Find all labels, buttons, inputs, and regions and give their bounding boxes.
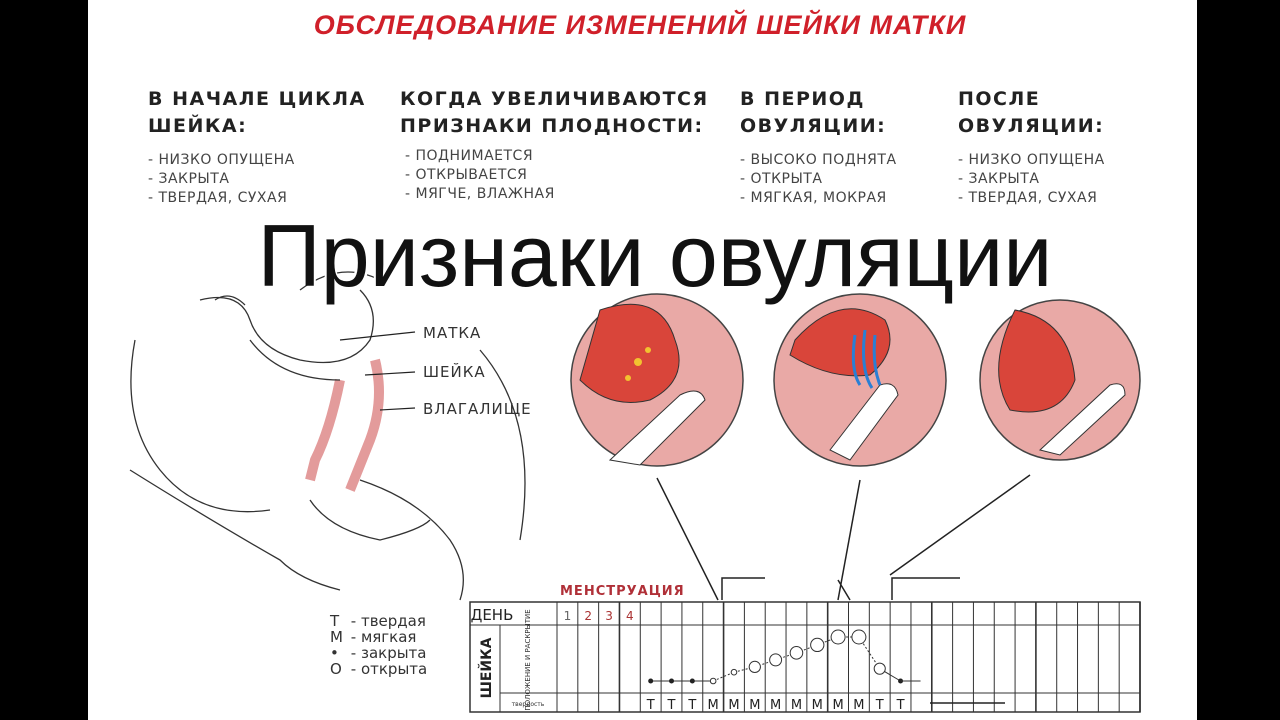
legend: Т - твердая М - мягкая • - закрыта O - о… — [330, 613, 427, 677]
firmness-mark: Т — [687, 698, 696, 713]
point-closed — [689, 678, 695, 684]
firmness-mark: М — [832, 698, 843, 713]
day-label: 2 — [584, 609, 592, 623]
label-vagina: ВЛАГАЛИЩЕ — [423, 400, 532, 418]
column-list-after-ovulation: - НИЗКО ОПУЩЕНА- ЗАКРЫТА- ТВЕРДАЯ, СУХАЯ — [958, 152, 1105, 206]
point-open — [748, 660, 761, 674]
point-closed — [648, 678, 654, 684]
legend-item: Т - твердая — [330, 612, 426, 630]
firmness-mark: М — [708, 698, 719, 713]
legend-item: • - закрыта — [330, 644, 427, 662]
anatomy-drawing — [129, 271, 526, 601]
firmness-mark: М — [791, 698, 802, 713]
point-open — [810, 637, 825, 653]
firmness-row-header: твердость — [512, 701, 545, 708]
point-closed — [669, 678, 675, 684]
point-open — [769, 653, 783, 667]
label-cervix: ШЕЙКА — [423, 363, 486, 381]
column-list-fertility: - ПОДНИМАЕТСЯ- ОТКРЫВАЕТСЯ- МЯГЧЕ, ВЛАЖН… — [405, 148, 555, 202]
firmness-mark: Т — [875, 698, 884, 713]
point-open — [730, 668, 738, 676]
cervix-row-header: ШЕЙКА — [478, 637, 495, 698]
firmness-mark: Т — [667, 698, 676, 713]
slide-title: ОБСЛЕДОВАНИЕ ИЗМЕНЕНИЙ ШЕЙКИ МАТКИ — [313, 10, 967, 40]
position-row-header: ПОЛОЖЕНИЕ И РАСКРЫТИЕ — [524, 609, 532, 710]
point-open — [873, 662, 886, 675]
day-header: ДЕНЬ — [471, 606, 514, 624]
column-list-ovulation: - ВЫСОКО ПОДНЯТА- ОТКРЫТА- МЯГКАЯ, МОКРА… — [740, 152, 897, 206]
firmness-mark: М — [749, 698, 760, 713]
anatomy-pointer-lines — [339, 331, 416, 411]
legend-item: М - мягкая — [330, 628, 417, 646]
arrows — [656, 474, 1031, 601]
column-list-cycle-start: - НИЗКО ОПУЩЕНА- ЗАКРЫТА- ТВЕРДАЯ, СУХАЯ — [148, 152, 295, 206]
firmness-mark: М — [728, 698, 739, 713]
point-open — [830, 629, 846, 645]
firmness-mark: М — [812, 698, 823, 713]
firmness-mark: М — [770, 698, 781, 713]
firmness-mark: Т — [896, 698, 905, 713]
point-open — [709, 677, 717, 685]
label-uterus: МАТКА — [423, 324, 482, 342]
point-open — [789, 646, 804, 660]
cervix-circle-after — [979, 299, 1141, 461]
day-label: 3 — [605, 609, 613, 623]
point-open — [851, 629, 867, 645]
legend-item: O - открыта — [330, 660, 428, 678]
firmness-mark: М — [853, 698, 864, 713]
day-label: 4 — [626, 609, 634, 623]
cervix-circle-fertile — [570, 293, 744, 467]
overlay-title: Признаки овуляции — [257, 206, 1053, 305]
day-label: 1 — [564, 609, 572, 623]
firmness-mark: Т — [646, 698, 655, 713]
menstruation-label: МЕНСТРУАЦИЯ — [560, 584, 685, 599]
cervix-circle-ovulation — [773, 293, 947, 467]
